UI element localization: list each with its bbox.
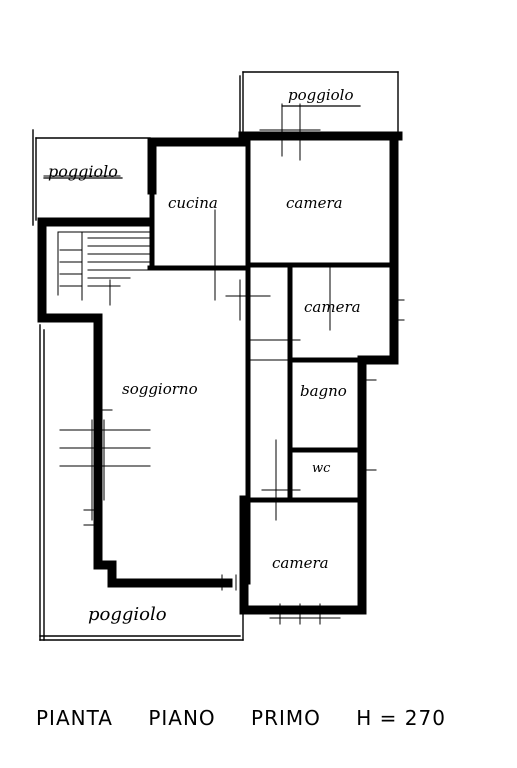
room-label-camera-3: camera <box>272 554 329 572</box>
title-word-piano: PIANO <box>148 706 216 730</box>
openings <box>43 103 405 625</box>
title-word-pianta: PIANTA <box>36 706 113 730</box>
room-label-camera-2: camera <box>304 298 361 316</box>
room-label-cucina: cucina <box>168 194 218 212</box>
staircase <box>57 231 151 306</box>
room-label-bagno: bagno <box>300 382 347 400</box>
title-height: H = 270 <box>356 706 446 730</box>
balcony-bottom <box>39 324 244 641</box>
interior-walls <box>147 137 393 585</box>
balcony-top <box>239 71 399 133</box>
label-underlines <box>43 105 361 179</box>
room-label-camera-1: camera <box>286 194 343 212</box>
plan-title: PIANTA PIANO PRIMO H = 270 <box>36 706 474 730</box>
room-label-soggiorno: soggiorno <box>122 380 198 398</box>
room-label-poggiolo-top: poggiolo <box>288 86 354 104</box>
room-label-poggiolo-bottom: poggiolo <box>88 604 167 625</box>
balcony-left <box>32 129 151 226</box>
exterior-walls <box>37 131 403 615</box>
title-word-primo: PRIMO <box>251 706 321 730</box>
room-label-wc: wc <box>312 461 331 476</box>
room-label-poggiolo-left: poggiolo <box>48 162 118 181</box>
